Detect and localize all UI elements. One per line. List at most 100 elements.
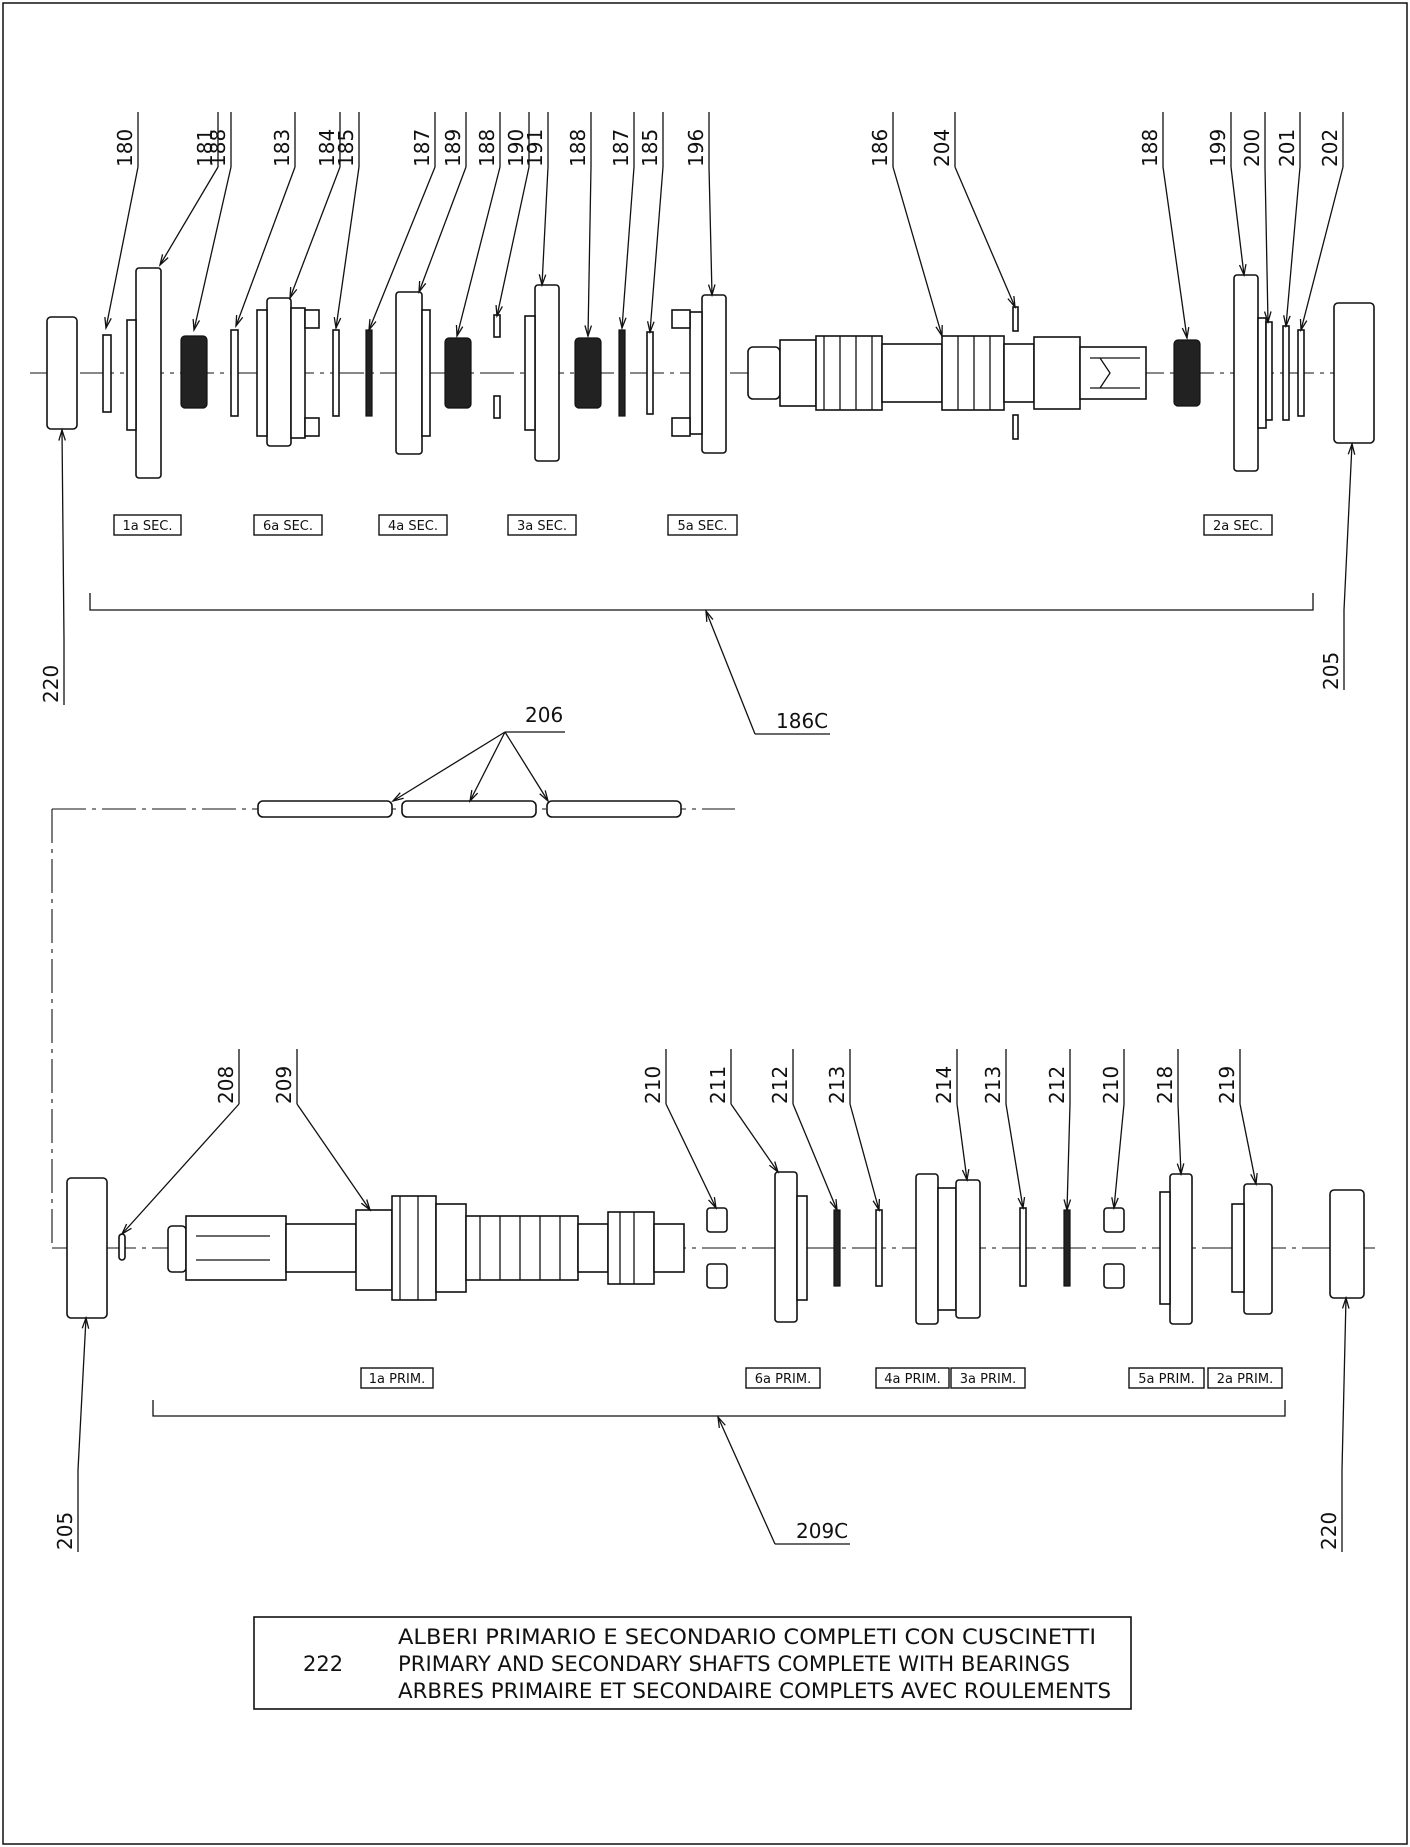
tag-prim-1-text: 6a PRIM.	[755, 1372, 811, 1387]
tag-sec-2: 4a SEC.	[378, 514, 448, 536]
assembly-186c-text: 186C	[776, 709, 828, 733]
gear-tags: 1a SEC. 6a SEC. 4a SEC. 3a SEC. 5a SEC. 2a SE…	[113, 514, 1283, 1389]
ring-213b	[1019, 1207, 1027, 1287]
tag-prim-2-text: 4a PRIM.	[884, 1372, 940, 1387]
washer-183	[230, 329, 239, 417]
callout-prim-210-text: 210	[1099, 1066, 1123, 1104]
callout-prim-213: 213	[981, 1049, 1026, 1211]
callout-sec-202-text: 202	[1318, 129, 1342, 167]
callout-prim-218: 218	[1153, 1049, 1185, 1177]
gear-189	[395, 291, 423, 455]
tag-sec-4: 5a SEC.	[667, 514, 738, 536]
bearing-205-primary	[66, 1177, 108, 1319]
needle-cage-188a	[180, 335, 208, 409]
callout-sec-184: 184	[289, 112, 341, 301]
callout-sec-185: 185	[333, 112, 360, 331]
callout-prim-bearing-right-text: 220	[1317, 1512, 1341, 1550]
primary-shaft-group	[52, 1171, 1375, 1325]
callout-prim-210: 210	[641, 1049, 717, 1210]
callout-prim-213-text: 213	[825, 1066, 849, 1104]
callout-206: 206	[391, 703, 565, 803]
callout-prim-214-text: 214	[932, 1066, 956, 1104]
thrust-187a	[365, 329, 373, 417]
gear-184-dog-bot	[304, 417, 320, 437]
gear-199	[1233, 274, 1259, 472]
note-line-en: PRIMARY AND SECONDARY SHAFTS COMPLETE WI…	[398, 1652, 1070, 1676]
gear-191	[534, 284, 560, 462]
callout-sec-201: 201	[1275, 112, 1301, 329]
callout-prim-bearing-left: 205	[53, 1315, 90, 1552]
gear-191-hub	[524, 315, 536, 431]
needle-cage-210b-top	[1103, 1207, 1125, 1233]
needle-cage-188c	[574, 337, 602, 409]
gear-184-hub-l	[256, 309, 268, 437]
callout-sec-183-text: 183	[270, 129, 294, 167]
callout-sec-bearing-right-text: 205	[1319, 652, 1343, 690]
needle-rollers-206	[51, 800, 735, 1248]
ring-202	[1297, 329, 1305, 417]
callout-sec-188: 188	[1138, 112, 1190, 341]
assembly-186c: 186C	[705, 608, 830, 735]
callout-prim-210-text: 210	[641, 1066, 665, 1104]
callout-sec-191: 191	[523, 112, 549, 288]
tag-sec-5-text: 2a SEC.	[1213, 519, 1263, 534]
gear-214	[955, 1179, 981, 1319]
tag-prim-2: 4a PRIM.	[875, 1367, 950, 1389]
callout-sec-187: 187	[368, 112, 436, 333]
tag-sec-4-text: 5a SEC.	[677, 519, 727, 534]
callout-sec-204-text: 204	[930, 129, 954, 167]
callout-sec-189-text: 189	[441, 129, 465, 167]
callout-prim-bearing-left-text: 205	[53, 1512, 77, 1550]
callout-prim-212-text: 212	[768, 1066, 792, 1104]
needle-cage-210a-bot	[706, 1263, 728, 1289]
ring-213a	[875, 1209, 883, 1287]
callout-sec-187-text: 187	[410, 129, 434, 167]
callout-prim-bearing-right: 220	[1317, 1295, 1350, 1552]
callout-sec-184-text: 184	[315, 129, 339, 167]
needle-cage-188b	[444, 337, 472, 409]
tag-sec-1: 6a SEC.	[253, 514, 323, 536]
tag-sec-3-text: 3a SEC.	[517, 519, 567, 534]
gear-218	[1169, 1173, 1193, 1325]
callout-sec-186-text: 186	[868, 129, 892, 167]
callout-sec-190: 190	[495, 112, 530, 319]
callout-sec-187-text: 187	[609, 129, 633, 167]
callout-prim-214: 214	[932, 1049, 970, 1183]
callout-sec-188: 188	[192, 112, 232, 333]
assembly-209c-text: 209C	[796, 1519, 848, 1543]
callout-sec-188-text: 188	[206, 129, 230, 167]
callout-sec-185-text: 185	[638, 129, 662, 167]
tag-prim-4-text: 5a PRIM.	[1138, 1372, 1194, 1387]
gear-219	[1243, 1183, 1273, 1315]
tag-sec-0-text: 1a SEC.	[122, 519, 172, 534]
pin-204-bot	[1012, 414, 1019, 440]
washer-200	[1265, 321, 1273, 421]
callout-sec-180: 180	[104, 112, 139, 331]
gear-181-hub	[126, 319, 137, 431]
note-number: 222	[303, 1652, 343, 1676]
callout-sec-bearing-left: 220	[39, 427, 66, 705]
callout-sec-191-text: 191	[523, 129, 547, 167]
callout-sec-185: 185	[638, 112, 664, 335]
callout-prim-212: 212	[768, 1049, 838, 1213]
gear-219-hub	[1231, 1203, 1245, 1293]
gear-196-dog-bot	[671, 417, 691, 437]
callout-sec-181: 181	[158, 112, 219, 267]
assembly-209c: 209C	[717, 1414, 850, 1545]
gear-211	[774, 1171, 798, 1323]
half-ring-190-bot	[493, 395, 501, 419]
callout-prim-213-text: 213	[981, 1066, 1005, 1104]
gear-184	[266, 297, 292, 447]
callout-prim-212-text: 212	[1045, 1066, 1069, 1104]
gear-211-hub	[796, 1195, 808, 1301]
callout-prim-208-text: 208	[214, 1066, 238, 1104]
tag-prim-5-text: 2a PRIM.	[1217, 1372, 1273, 1387]
callout-prim-209-text: 209	[272, 1066, 296, 1104]
callout-sec-183: 183	[235, 112, 296, 329]
gear-196-dog-top	[671, 309, 691, 329]
callout-sec-201-text: 201	[1275, 129, 1299, 167]
callout-prim-219: 219	[1215, 1049, 1258, 1187]
bearing-220	[46, 316, 78, 430]
